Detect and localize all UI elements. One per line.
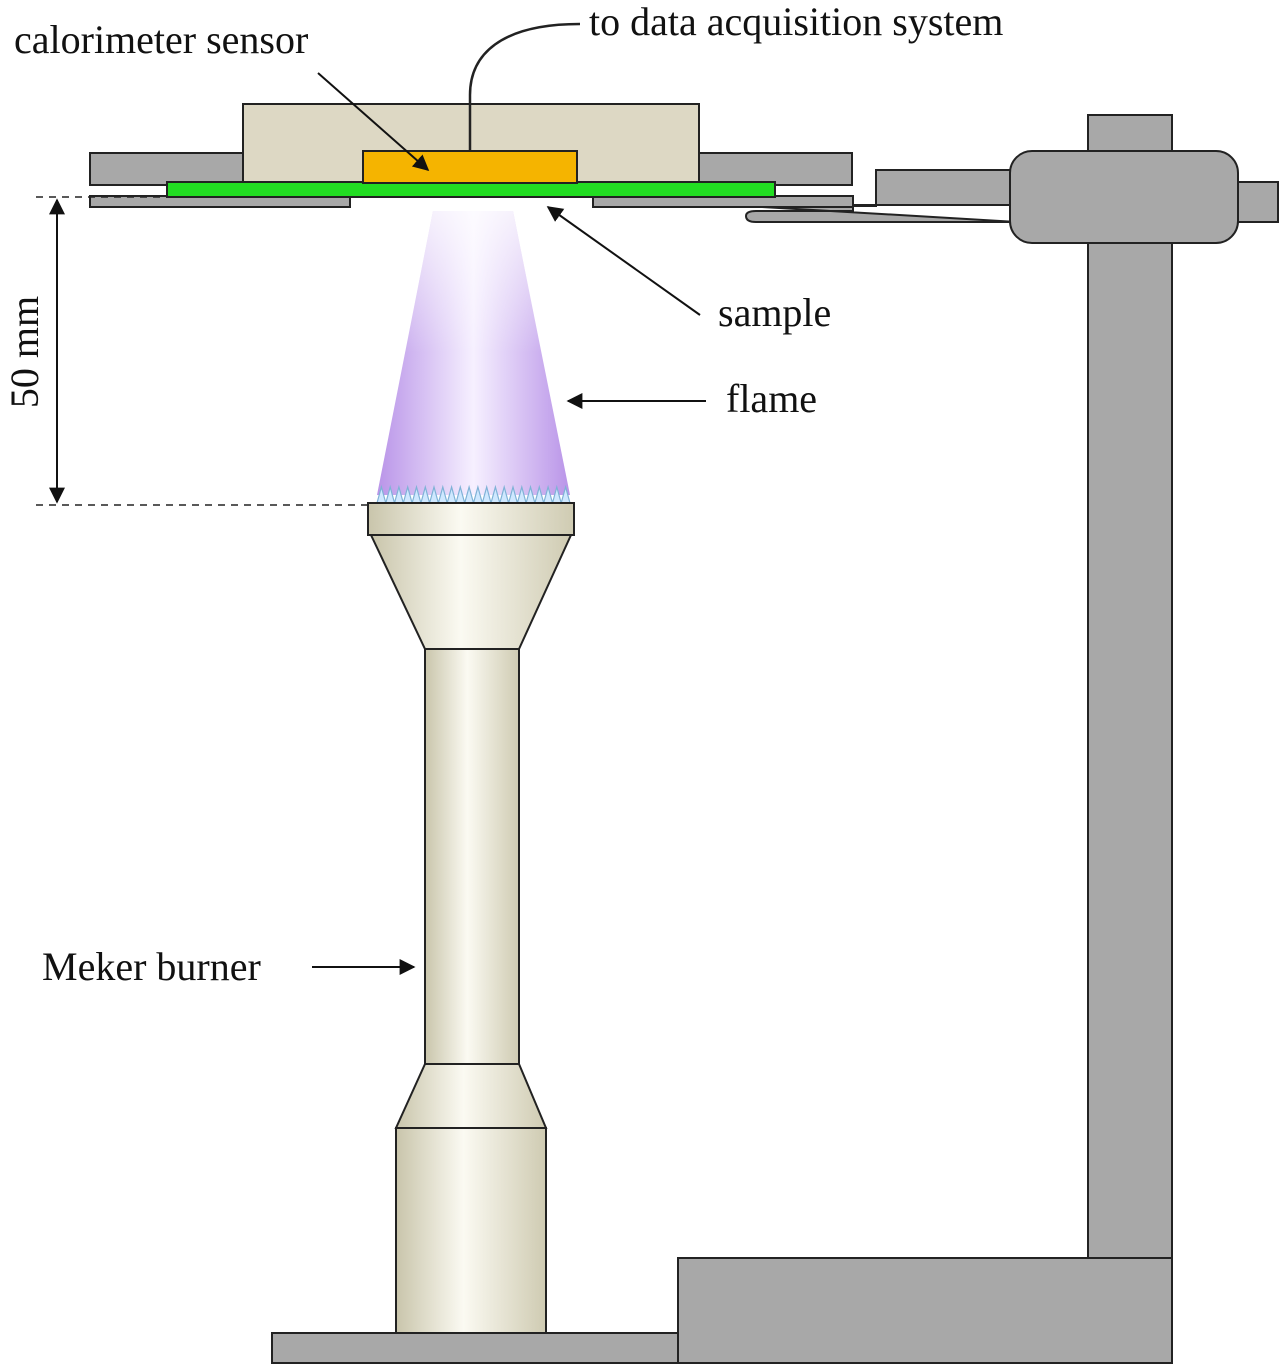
sensor-wire xyxy=(468,22,581,151)
holder-plate-left xyxy=(89,152,244,186)
sample-strip xyxy=(166,181,776,198)
sample-label: sample xyxy=(718,290,831,335)
stand-column xyxy=(1087,114,1173,1259)
meker-burner-label: Meker burner xyxy=(42,944,261,989)
flame-tips xyxy=(376,484,571,506)
burner-base xyxy=(395,1127,547,1334)
flame xyxy=(376,211,571,506)
sample-holder xyxy=(89,22,854,208)
calorimeter-sensor xyxy=(362,150,578,184)
stand xyxy=(271,114,1279,1364)
stand-arm xyxy=(744,169,1019,223)
distance-dimension: 50 mm xyxy=(2,196,368,506)
distance-label: 50 mm xyxy=(2,296,47,408)
burner-head xyxy=(367,502,575,536)
stand-clamp xyxy=(1009,150,1239,244)
burner-tube xyxy=(424,648,520,1065)
sample-pointer-arrow xyxy=(546,206,701,316)
burner-funnel xyxy=(369,534,573,650)
flame-label: flame xyxy=(726,376,817,421)
burner-collar xyxy=(394,1063,548,1129)
meker-burner xyxy=(367,502,575,1334)
calorimeter-sensor-label: calorimeter sensor xyxy=(14,17,308,62)
stand-base-block xyxy=(677,1257,1173,1364)
stand-clamp-screw xyxy=(1237,181,1279,223)
holder-plate-right xyxy=(698,152,853,186)
sensor-pointer-arrow xyxy=(317,72,430,172)
data-acquisition-label: to data acquisition system xyxy=(589,0,1003,44)
